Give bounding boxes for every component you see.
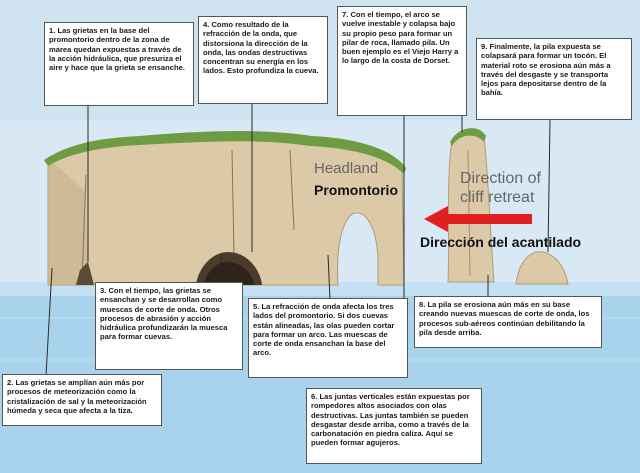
- leader-line: [213, 255, 223, 283]
- step-5-box: 5. La refracción de onda afecta los tres…: [248, 298, 408, 378]
- step-3-box: 3. Con el tiempo, las grietas se ensanch…: [95, 282, 243, 370]
- headland-label-es: Promontorio: [314, 182, 398, 198]
- vertical-joint: [231, 149, 235, 256]
- sea-stack-grass: [450, 128, 486, 146]
- step-6-box: 6. Las juntas verticales están expuestas…: [306, 388, 482, 464]
- step-7-box: 7. Con el tiempo, el arco se vuelve ines…: [337, 6, 467, 116]
- sea-cave: [76, 262, 94, 285]
- leader-line: [45, 267, 53, 377]
- cave-inner: [204, 262, 254, 285]
- step-4-box: 4. Como resultado de la refracción de la…: [198, 16, 328, 104]
- retreat-label-es: Dirección del acantilado: [420, 234, 582, 250]
- cliff-shading: [48, 158, 90, 285]
- retreat-label-en-line2: cliff retreat: [460, 189, 535, 206]
- vertical-joint: [289, 149, 295, 231]
- headland-label-en: Headland: [314, 160, 379, 177]
- vertical-joint: [81, 174, 87, 281]
- step-9-box: 9. Finalmente, la pila expuesta se colap…: [476, 38, 632, 120]
- retreat-label-en-line1: Direction of: [460, 170, 541, 187]
- step-8-box: 8. La pila se erosiona aún más en su bas…: [414, 296, 602, 348]
- step-1-box: 1. Las grietas en la base del promontori…: [44, 22, 194, 106]
- step-2-box: 2. Las grietas se amplían aún más por pr…: [2, 374, 162, 426]
- stack-joint: [467, 149, 471, 277]
- leader-line: [547, 119, 551, 253]
- stump: [515, 251, 569, 285]
- headland-grass: [44, 131, 406, 174]
- leader-line: [327, 254, 331, 301]
- retreat-arrow: [424, 206, 532, 232]
